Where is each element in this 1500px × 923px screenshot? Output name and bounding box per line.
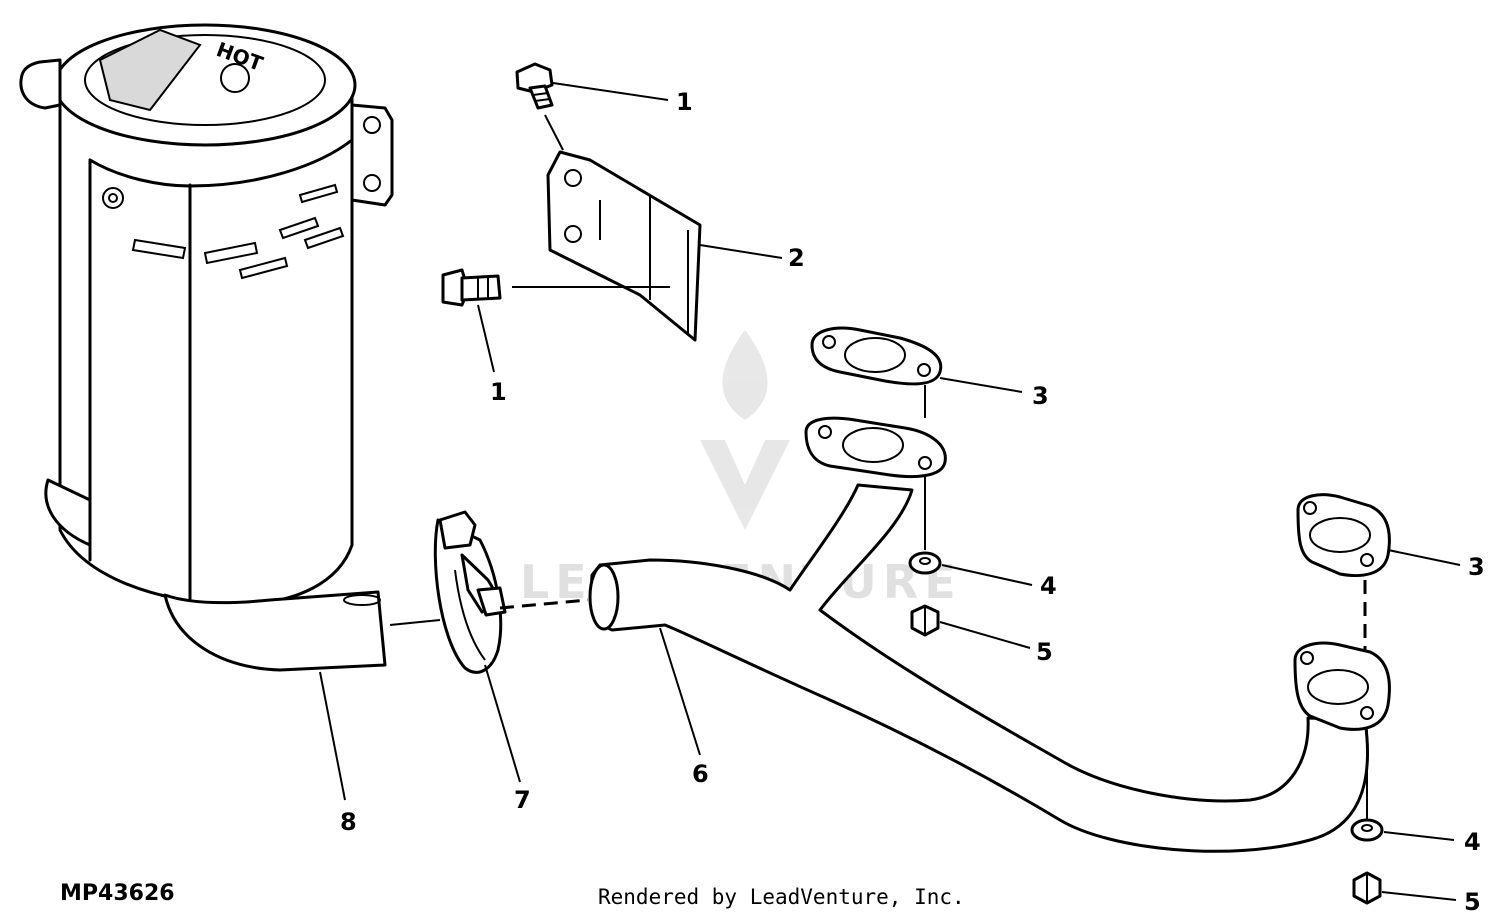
- muffler-part-8[interactable]: HOT: [19, 23, 394, 672]
- callout-5-mid: 5: [1036, 638, 1053, 666]
- callout-7: 7: [514, 786, 531, 814]
- callout-4-mid: 4: [1040, 572, 1057, 600]
- nut-part-5-mid[interactable]: [910, 604, 940, 637]
- gasket-part-3-right[interactable]: [1296, 493, 1391, 578]
- callout-1-top: 1: [676, 88, 693, 116]
- bolt-part-1-bottom[interactable]: [441, 268, 502, 307]
- callout-6: 6: [692, 760, 709, 788]
- watermark-logo: [700, 330, 790, 530]
- render-credit: Rendered by LeadVenture, Inc.: [598, 885, 965, 909]
- callout-3-mid: 3: [1032, 382, 1049, 410]
- callout-2: 2: [788, 244, 805, 272]
- nut-part-5-right[interactable]: [1352, 871, 1382, 905]
- gasket-part-3-mid[interactable]: [810, 326, 943, 386]
- callout-1-bottom: 1: [490, 378, 507, 406]
- bracket-part-2[interactable]: [546, 150, 702, 342]
- drawing-number: MP43626: [60, 881, 175, 906]
- washer-part-4-right[interactable]: [1350, 818, 1384, 842]
- bolt-part-1-top[interactable]: [515, 62, 554, 110]
- callout-8: 8: [340, 808, 357, 836]
- washer-part-4-mid[interactable]: [908, 551, 942, 575]
- callout-4-right: 4: [1464, 828, 1481, 856]
- callout-3-right: 3: [1468, 553, 1485, 581]
- clamp-part-7[interactable]: [433, 510, 507, 674]
- exhaust-pipe-part-6[interactable]: [588, 416, 1391, 853]
- callout-5-right: 5: [1464, 888, 1481, 916]
